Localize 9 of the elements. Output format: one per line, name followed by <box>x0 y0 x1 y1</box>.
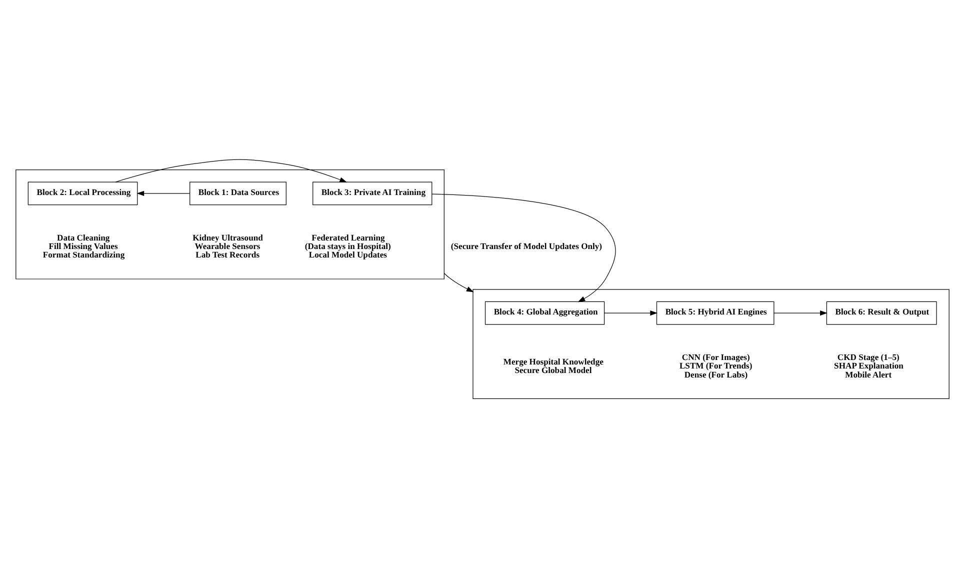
node-label: Lab Test Records <box>196 249 260 260</box>
node-label: CNN (For Images) <box>682 352 750 362</box>
node-label: Dense (For Labs) <box>684 368 748 379</box>
edge-label: (Secure Transfer of Model Updates Only) <box>450 240 602 250</box>
node-label: Merge Hospital Knowledge <box>503 356 604 366</box>
node-label: CKD Stage (1–5) <box>837 352 900 362</box>
node-label: Federated Learning <box>312 232 385 242</box>
node-label: Kidney Ultrasound <box>192 232 263 242</box>
node-label: Data Cleaning <box>57 232 110 242</box>
